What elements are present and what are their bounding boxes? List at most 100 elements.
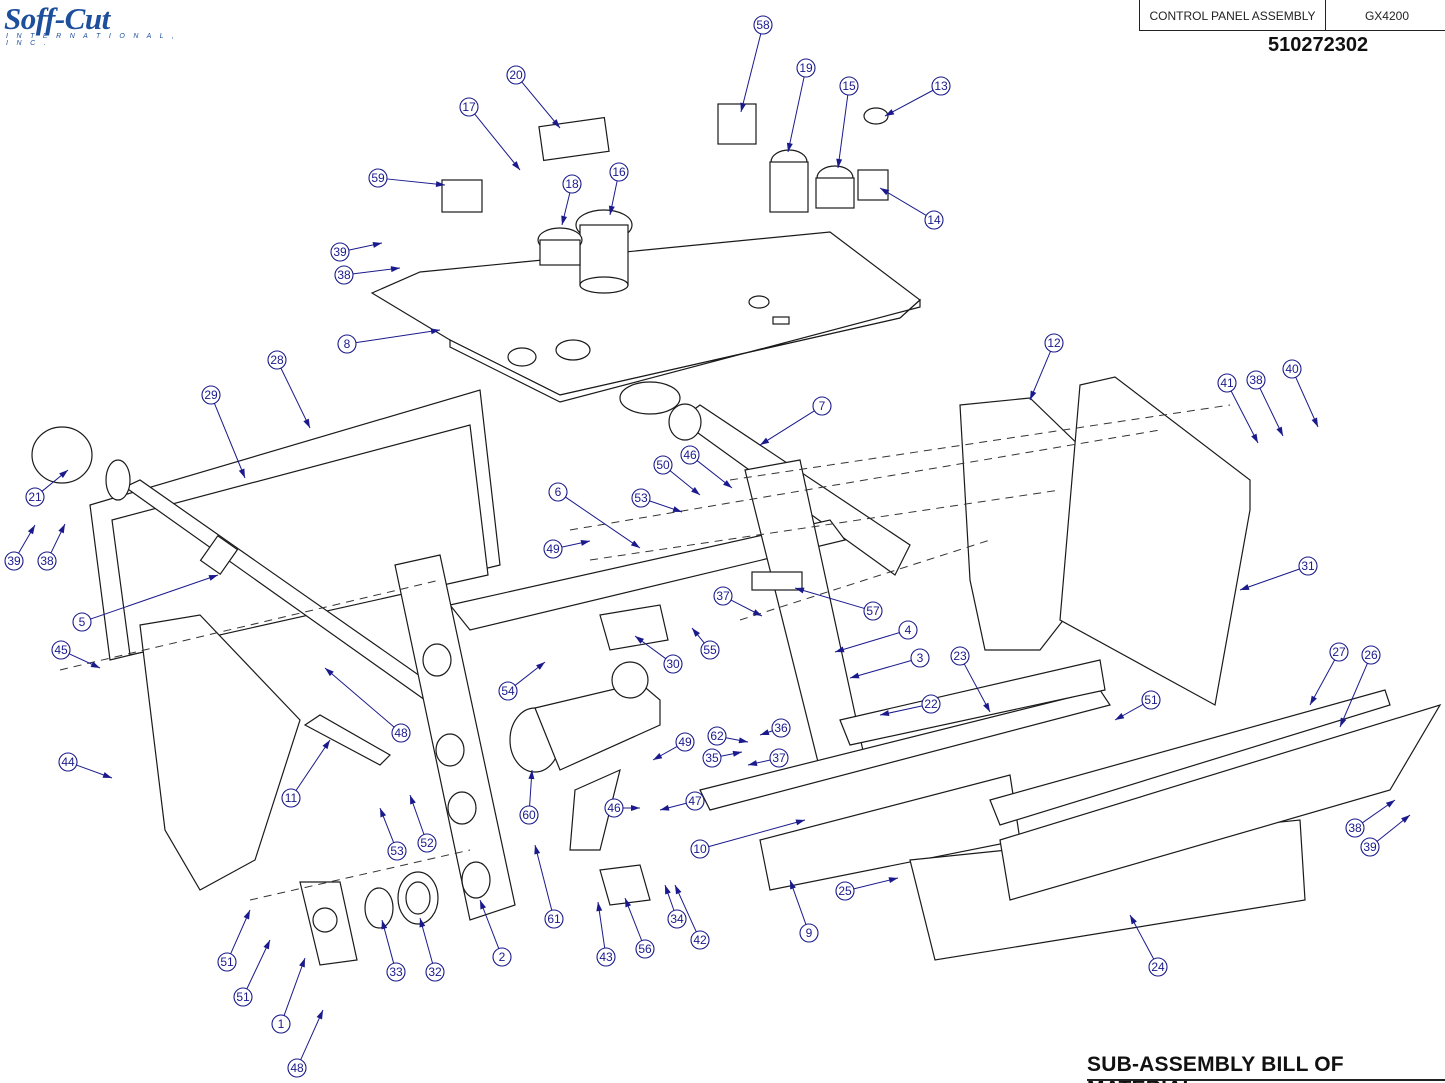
callout-1: 1	[271, 957, 306, 1034]
callout-26: 26	[1339, 645, 1381, 728]
callout-38: 38	[1246, 370, 1284, 437]
callout-number: 43	[599, 950, 613, 964]
callout-44: 44	[58, 752, 113, 779]
callout-8: 8	[337, 328, 441, 354]
callout-20: 20	[506, 65, 561, 129]
callout-number: 57	[866, 604, 880, 618]
callout-bubble	[548, 482, 568, 502]
callout-arrowhead	[430, 328, 440, 335]
callout-number: 16	[612, 165, 626, 179]
callout-bubble	[609, 162, 629, 182]
callout-leader	[355, 329, 441, 344]
part-number: 510272302	[1268, 34, 1369, 56]
callout-arrowhead	[795, 587, 805, 594]
callout-number: 19	[799, 61, 813, 75]
callout-arrowhead	[380, 808, 387, 818]
callout-bubble	[690, 839, 710, 859]
callout-bubble	[337, 334, 357, 354]
callout-leader	[90, 574, 219, 620]
callout-number: 59	[371, 171, 385, 185]
callout-45: 45	[51, 640, 101, 669]
callout-arrowhead	[1276, 426, 1283, 436]
callout-number: 50	[656, 458, 670, 472]
callout-51: 51	[233, 939, 271, 1007]
bracket-30	[599, 604, 669, 651]
callout-number: 38	[337, 268, 351, 282]
callout-number: 45	[54, 643, 68, 657]
callout-12: 12	[1029, 333, 1064, 401]
callout-36: 36	[759, 718, 791, 738]
callout-number: 1	[278, 1017, 285, 1031]
bearing-assembly	[299, 871, 439, 966]
callout-23: 23	[950, 646, 991, 713]
callout-50: 50	[653, 455, 701, 496]
callout-bubble	[921, 694, 941, 714]
callout-bubble	[950, 646, 970, 666]
callout-39: 39	[4, 524, 36, 571]
callout-bubble	[700, 640, 720, 660]
callout-arrowhead	[1385, 800, 1395, 808]
callout-bubble	[37, 551, 57, 571]
callout-number: 33	[389, 965, 403, 979]
callout-leader	[474, 113, 521, 171]
callout-arrowhead	[631, 805, 640, 811]
callout-arrowhead	[390, 266, 400, 273]
callout-53: 53	[379, 807, 407, 861]
callout-57: 57	[794, 587, 883, 621]
callout-number: 18	[565, 177, 579, 191]
callout-leader	[1295, 377, 1319, 428]
callout-arrowhead	[580, 539, 590, 546]
callout-number: 27	[1332, 645, 1346, 659]
callout-arrowhead	[608, 205, 615, 215]
callout-bubble	[1217, 373, 1237, 393]
callout-bubble	[386, 962, 406, 982]
callout-arrowhead	[748, 760, 758, 766]
callout-bubble	[1298, 556, 1318, 576]
callout-arrowhead	[435, 181, 445, 188]
callout-leader	[324, 667, 395, 728]
callout-38: 38	[37, 523, 66, 571]
callout-number: 48	[290, 1061, 304, 1075]
callout-arrowhead	[836, 158, 843, 168]
callout-number: 38	[40, 554, 54, 568]
callout-arrowhead	[480, 900, 487, 910]
callout-arrowhead	[325, 668, 334, 677]
callout-bubble	[753, 15, 773, 35]
callout-arrowhead	[58, 524, 65, 534]
callout-arrowhead	[27, 525, 35, 535]
callout-number: 15	[842, 79, 856, 93]
callout-number: 39	[333, 245, 347, 259]
callout-bubble	[771, 718, 791, 738]
callout-number: 36	[774, 721, 788, 735]
callout-49: 49	[543, 539, 591, 559]
callout-bubble	[506, 65, 526, 85]
callout-29: 29	[201, 385, 246, 479]
callout-53: 53	[631, 488, 683, 513]
callout-bubble	[58, 752, 78, 772]
callout-arrowhead	[381, 920, 388, 930]
callout-arrowhead	[880, 710, 890, 717]
left-side-panel	[139, 614, 301, 891]
callout-number: 49	[546, 542, 560, 556]
callout-number: 34	[670, 912, 684, 926]
callout-bubble	[1141, 690, 1161, 710]
callout-number: 11	[285, 791, 298, 805]
callout-arrowhead	[653, 752, 663, 760]
callout-leader	[280, 367, 311, 429]
callout-bubble	[287, 1058, 307, 1078]
callout-bubble	[635, 939, 655, 959]
callout-19: 19	[786, 58, 816, 153]
callout-number: 51	[220, 955, 234, 969]
callout-arrowhead	[983, 702, 990, 712]
callout-bubble	[1282, 359, 1302, 379]
callout-bubble	[544, 909, 564, 929]
callout-bubble	[417, 833, 437, 853]
callout-leader	[884, 89, 934, 117]
callout-leader	[787, 76, 805, 153]
callout-58: 58	[740, 15, 773, 113]
callout-leader	[300, 1009, 324, 1060]
callout-arrowhead	[880, 188, 890, 196]
callout-leader	[794, 587, 865, 609]
callout-42: 42	[674, 884, 710, 950]
